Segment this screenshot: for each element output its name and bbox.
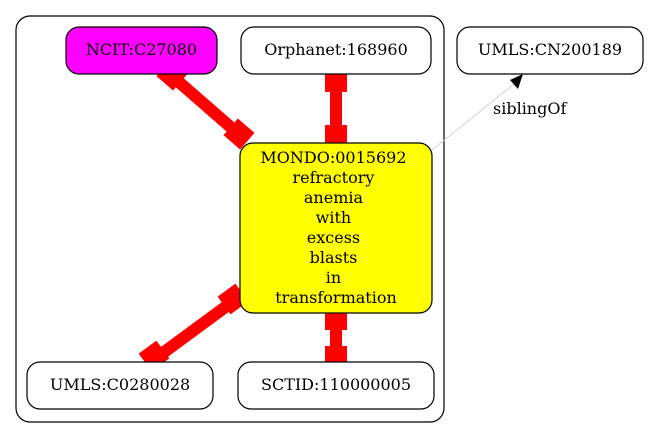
edge-mondo-orphanet (325, 70, 347, 147)
node-mondo-label: MONDO:0015692 refractory anemia with exc… (260, 148, 411, 307)
sibling-of-label: siblingOf (493, 99, 567, 118)
sibling-arrowhead (510, 74, 523, 89)
edge-end-box (223, 118, 255, 150)
node-ncit-label: NCIT:C27080 (86, 40, 197, 59)
edge-mondo-umls-c (138, 283, 249, 372)
mondo-line-4: with (316, 208, 352, 227)
mondo-line-3: anemia (304, 188, 364, 207)
mondo-line-id: MONDO:0015692 (260, 148, 406, 167)
node-umls-cn[interactable]: UMLS:CN200189 (456, 26, 644, 75)
node-sctid[interactable]: SCTID:110000005 (237, 361, 435, 410)
node-orphanet-label: Orphanet:168960 (264, 40, 408, 59)
node-umls-c[interactable]: UMLS:C0280028 (26, 361, 214, 410)
edge-end-box (325, 70, 347, 92)
equivalence-cluster (15, 15, 445, 423)
edge-sibling-of: siblingOf (431, 74, 567, 151)
mondo-line-5: excess (307, 228, 360, 247)
mondo-line-8: transformation (275, 288, 397, 307)
mondo-line-7: in (326, 268, 341, 287)
node-mondo[interactable]: MONDO:0015692 refractory anemia with exc… (239, 142, 433, 314)
edge-mondo-sctid (325, 308, 347, 368)
mondo-line-6: blasts (310, 248, 358, 267)
edge-end-box (325, 125, 347, 147)
node-orphanet[interactable]: Orphanet:168960 (240, 26, 432, 75)
node-umls-cn-label: UMLS:CN200189 (478, 40, 622, 59)
mondo-line-2: refractory (292, 168, 374, 187)
node-umls-c-label: UMLS:C0280028 (50, 375, 190, 394)
node-sctid-label: SCTID:110000005 (261, 375, 411, 394)
node-ncit[interactable]: NCIT:C27080 (65, 26, 218, 75)
